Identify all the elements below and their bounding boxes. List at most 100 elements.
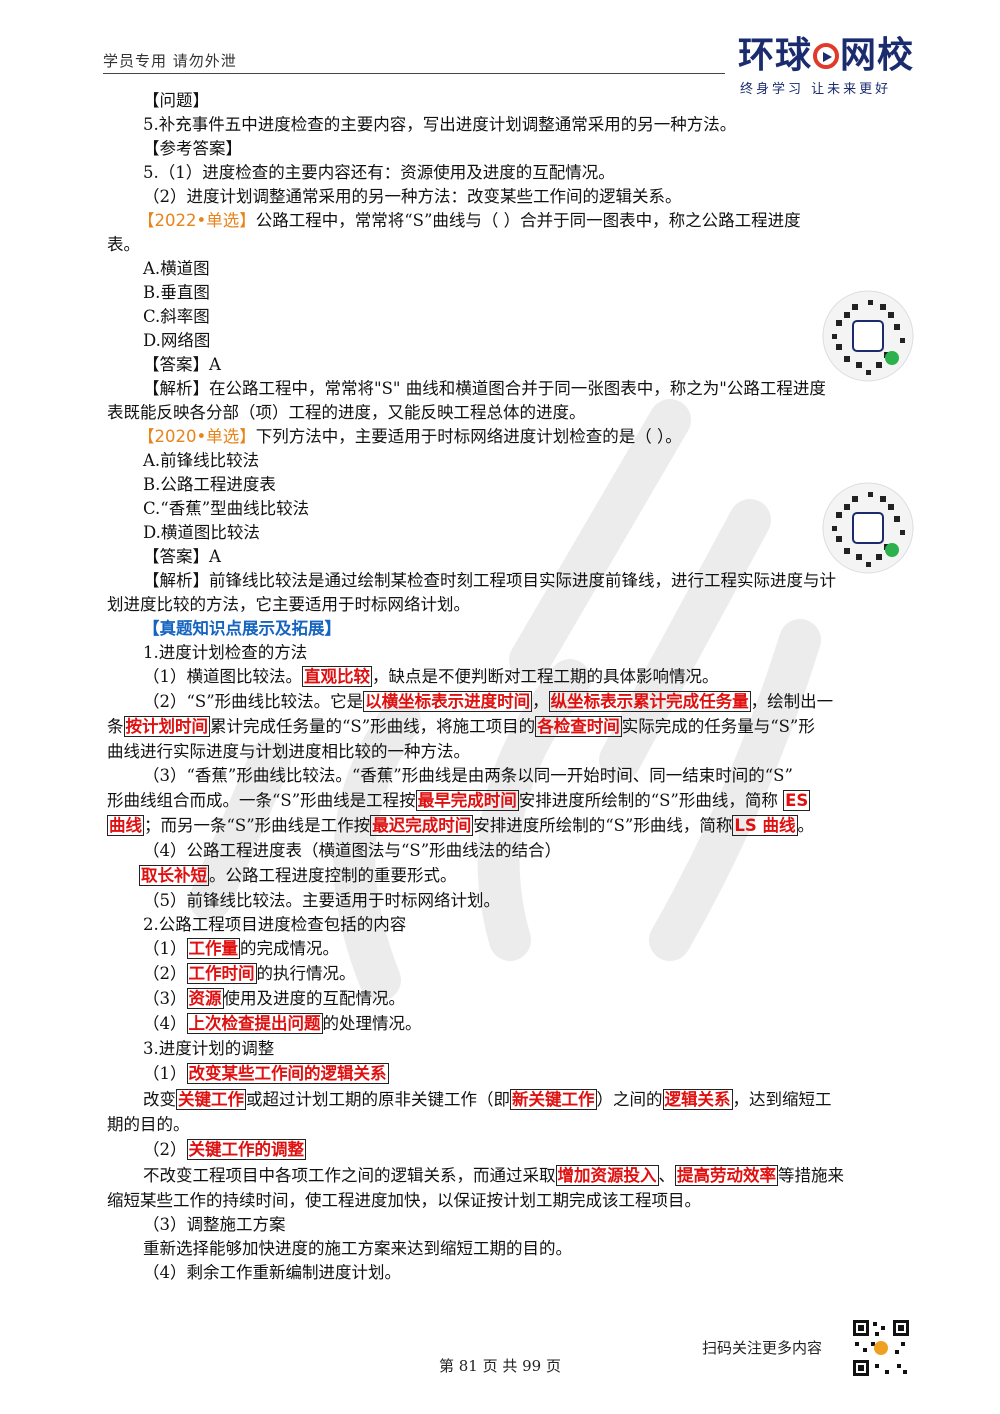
text-line: 条按计划时间累计完成任务量的“S”形曲线，将施工项目的各检查时间实际完成的任务量…	[107, 716, 815, 737]
text-span: 下列方法中，主要适用于时标网络进度计划检查的是（ ）。	[255, 427, 682, 446]
tag-text: 【真题知识点展示及拓展】	[143, 619, 341, 638]
text-span: 改变	[143, 1090, 176, 1109]
text-span: 划进度比较的方法，它主要适用于时标网络计划。	[107, 595, 470, 614]
text-span: 公路工程中，常常将“S”曲线与（ ）合并于同一图表中，称之公路工程进度	[255, 211, 801, 230]
text-line: （4）剩余工作重新编制进度计划。	[143, 1263, 401, 1283]
text-span: 【解析】在公路工程中，常常将"S" 曲线和横道图合并于同一张图表中，称之为"公路…	[143, 379, 826, 398]
text-span: 的处理情况。	[322, 1014, 422, 1033]
text-span: （1）横道图比较法。	[143, 667, 302, 686]
text-span: （3）“香蕉”形曲线比较法。“香蕉”形曲线是由两条以同一开始时间、同一结束时间的…	[143, 766, 793, 785]
text-span: 2.公路工程项目进度检查包括的内容	[143, 915, 407, 934]
text-span: 安排进度所绘制的“S”形曲线，简称	[473, 816, 733, 835]
text-line: 表。	[107, 235, 140, 255]
highlighted-term: 提高劳动效率	[675, 1165, 778, 1186]
text-line: （2）关键工作的调整	[143, 1139, 306, 1160]
highlighted-term: 增加资源投入	[555, 1165, 659, 1186]
text-span: D.横道图比较法	[143, 523, 260, 542]
text-line: C.斜率图	[143, 307, 210, 327]
text-span: ，	[532, 692, 549, 711]
text-span: 。公路工程进度控制的重要形式。	[209, 866, 457, 885]
text-line: 5.（1）进度检查的主要内容还有：资源使用及进度的互配情况。	[143, 163, 615, 183]
text-line: D.横道图比较法	[143, 523, 260, 543]
text-line: 【2020•单选】下列方法中，主要适用于时标网络进度计划检查的是（ ）。	[138, 427, 682, 447]
miniprogram-qr-icon	[822, 482, 914, 574]
text-line: 曲线；而另一条“S”形曲线是工作按最迟完成时间安排进度所绘制的“S”形曲线，简称…	[107, 815, 815, 836]
miniprogram-qr-icon	[822, 290, 914, 382]
highlighted-term: 各检查时间	[535, 716, 622, 737]
text-span: 。	[797, 816, 815, 835]
text-span: （2）进度计划调整通常采用的另一种方法：改变某些工作间的逻辑关系。	[143, 187, 682, 206]
text-line: A.横道图	[143, 259, 210, 279]
text-span: 曲线进行实际进度与计划进度相比较的一种方法。	[107, 742, 470, 761]
text-span: A.横道图	[143, 259, 210, 278]
highlighted-term: 改变某些工作间的逻辑关系	[186, 1063, 389, 1084]
text-span: ，绘制出一	[750, 692, 834, 711]
text-line: D.网络图	[143, 331, 210, 351]
text-line: （3）调整施工方案	[143, 1215, 286, 1235]
text-span: （4）	[143, 1014, 187, 1033]
text-span: A.前锋线比较法	[143, 451, 260, 470]
text-span: 【答案】A	[143, 547, 221, 566]
text-span: ；而另一条“S”形曲线是工作按	[144, 816, 371, 835]
footer-qr-code-icon	[851, 1318, 911, 1378]
text-span: （2）	[143, 1140, 187, 1159]
text-span: （1）	[143, 1064, 187, 1083]
tag-text: 【2022•单选】	[138, 211, 256, 230]
text-line: 5.补充事件五中进度检查的主要内容，写出进度计划调整通常采用的另一种方法。	[143, 115, 736, 135]
text-span: 期的目的。	[107, 1115, 190, 1134]
text-span: 安排进度所绘制的“S”形曲线，简称	[518, 791, 784, 810]
highlighted-term: 新关键工作	[510, 1089, 597, 1110]
text-line: （2）“S”形曲线比较法。它是以横坐标表示进度时间，纵坐标表示累计完成任务量，绘…	[143, 691, 834, 712]
highlighted-term: 按计划时间	[123, 716, 210, 737]
page-number: 第 81 页 共 99 页	[438, 1357, 561, 1375]
text-span: 1.进度计划检查的方法	[143, 643, 308, 662]
text-span: 【解析】前锋线比较法是通过绘制某检查时刻工程项目实际进度前锋线，进行工程实际进度…	[143, 571, 836, 590]
text-line: 2.公路工程项目进度检查包括的内容	[143, 915, 406, 935]
highlighted-term: 资源	[186, 988, 224, 1009]
text-span: 、	[658, 1166, 676, 1185]
text-line: 【真题知识点展示及拓展】	[143, 619, 341, 639]
text-span: 等措施来	[778, 1166, 844, 1185]
text-span: （2）	[143, 964, 187, 983]
text-span: 使用及进度的互配情况。	[223, 989, 406, 1008]
text-line: A.前锋线比较法	[143, 451, 259, 471]
text-span: 【问题】	[143, 91, 209, 110]
text-line: （4）公路工程进度表（横道图法与“S”形曲线法的结合）	[143, 841, 561, 861]
text-span: ，缺点是不便判断对工程工期的具体影响情况。	[372, 667, 719, 686]
text-line: （5）前锋线比较法。主要适用于时标网络计划。	[143, 891, 500, 911]
highlighted-term: 工作量	[186, 938, 240, 959]
highlighted-term: 纵坐标表示累计完成任务量	[548, 691, 751, 712]
text-line: 【答案】A	[143, 355, 221, 375]
text-span: ，达到缩短工	[732, 1090, 832, 1109]
highlighted-term: 最迟完成时间	[370, 815, 474, 836]
text-span: 形曲线组合而成。一条“S”形曲线是工程按	[107, 791, 416, 810]
text-line: 改变关键工作或超过计划工期的原非关键工作（即新关键工作）之间的逻辑关系，达到缩短…	[143, 1089, 832, 1110]
text-span: 重新选择能够加快进度的施工方案来达到缩短工期的目的。	[143, 1239, 572, 1258]
text-line: （1）工作量的完成情况。	[143, 938, 339, 959]
text-span: 不改变工程项目中各项工作之间的逻辑关系，而通过采取	[143, 1166, 556, 1185]
text-span: D.网络图	[143, 331, 211, 350]
text-line: （1）改变某些工作间的逻辑关系	[143, 1063, 389, 1084]
highlighted-term: 关键工作	[176, 1089, 246, 1110]
text-line: 划进度比较的方法，它主要适用于时标网络计划。	[107, 595, 470, 615]
tag-text: 【2020•单选】	[138, 427, 256, 446]
text-span: 5.（1）进度检查的主要内容还有：资源使用及进度的互配情况。	[143, 163, 615, 182]
text-span: 【参考答案】	[143, 139, 242, 158]
text-span: B.垂直图	[143, 283, 210, 302]
text-line: 取长补短。公路工程进度控制的重要形式。	[139, 865, 457, 886]
header-note: 学员专用 请勿外泄	[103, 52, 237, 70]
text-span: C.斜率图	[143, 307, 210, 326]
text-span: C.“香蕉”型曲线比较法	[143, 499, 310, 518]
highlighted-term: 关键工作的调整	[186, 1139, 306, 1160]
text-line: 【解析】在公路工程中，常常将"S" 曲线和横道图合并于同一张图表中，称之为"公路…	[143, 379, 826, 399]
text-span: ）之间的	[596, 1090, 663, 1109]
highlighted-term: ES	[783, 790, 811, 811]
play-circle-icon	[813, 43, 840, 69]
text-line: （3）“香蕉”形曲线比较法。“香蕉”形曲线是由两条以同一开始时间、同一结束时间的…	[143, 766, 793, 786]
text-line: 重新选择能够加快进度的施工方案来达到缩短工期的目的。	[143, 1239, 572, 1259]
text-line: 【2022•单选】公路工程中，常常将“S”曲线与（ ）合并于同一图表中，称之公路…	[138, 211, 801, 231]
text-span: 缩短某些工作的持续时间，使工程进度加快，以保证按计划工期完成该工程项目。	[107, 1191, 701, 1210]
text-line: 【解析】前锋线比较法是通过绘制某检查时刻工程项目实际进度前锋线，进行工程实际进度…	[143, 571, 836, 591]
text-line: 【参考答案】	[143, 139, 242, 159]
highlighted-term: 以横坐标表示进度时间	[363, 691, 533, 712]
